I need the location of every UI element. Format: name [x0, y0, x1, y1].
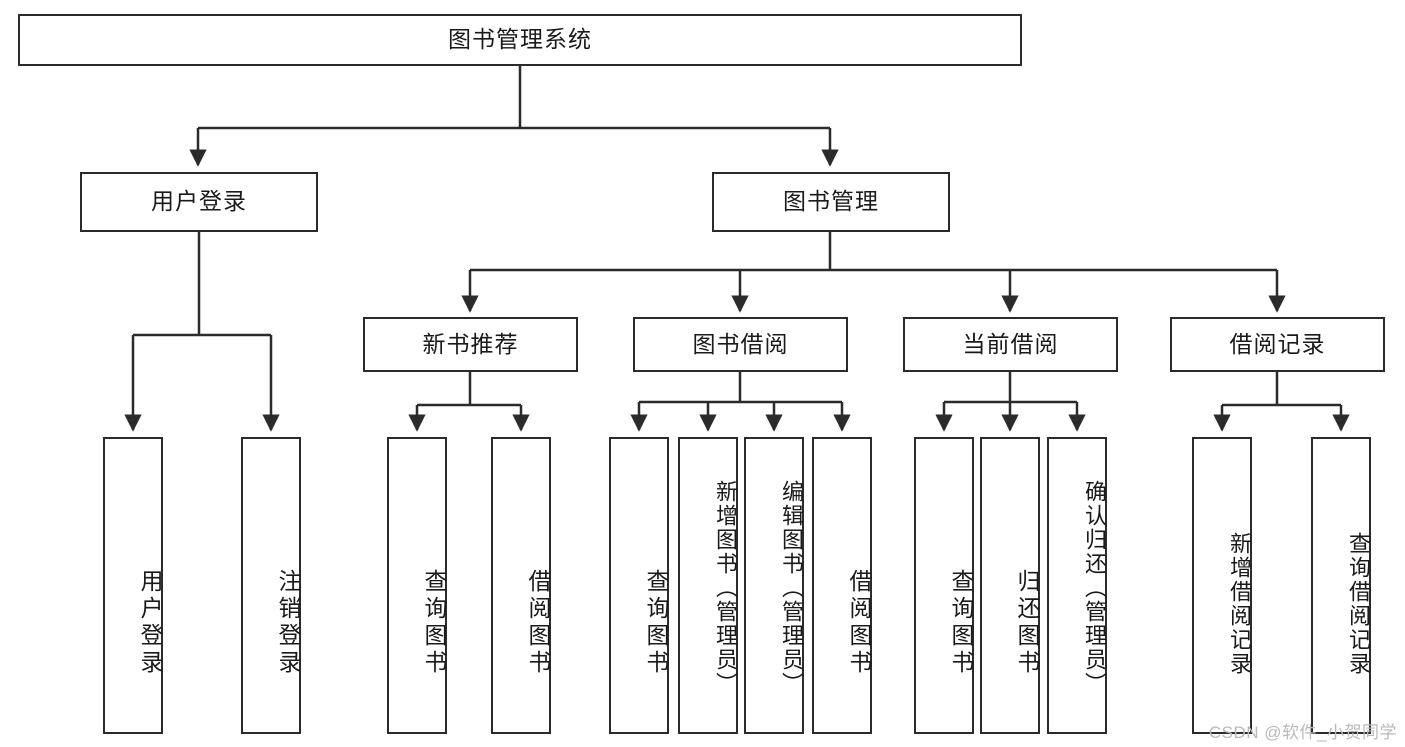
leaf-edit-book[interactable]: 编辑图书（管理员） — [744, 437, 804, 734]
node-label: 借阅图书 — [525, 568, 551, 677]
node-label: 查询图书 — [948, 568, 974, 677]
leaf-query-book-1[interactable]: 查询图书 — [387, 437, 447, 734]
leaf-query-record[interactable]: 查询借阅记录 — [1311, 437, 1371, 734]
leaf-query-book-2[interactable]: 查询图书 — [609, 437, 669, 734]
node-label: 借阅图书 — [846, 568, 872, 677]
node-current-borrow[interactable]: 当前借阅 — [903, 317, 1118, 372]
node-label: 用户登录 — [151, 188, 247, 215]
node-label: 用户登录 — [137, 568, 163, 677]
leaf-add-book[interactable]: 新增图书（管理员） — [678, 437, 738, 734]
node-user-login[interactable]: 用户登录 — [80, 172, 318, 232]
leaf-user-login[interactable]: 用户登录 — [103, 437, 163, 734]
node-borrow-record[interactable]: 借阅记录 — [1170, 317, 1385, 372]
node-label: 图书管理 — [783, 188, 879, 215]
node-label: 确认归还（管理员） — [1082, 479, 1107, 696]
leaf-return-book[interactable]: 归还图书 — [980, 437, 1040, 734]
node-book-management-system[interactable]: 图书管理系统 — [18, 14, 1022, 66]
node-book-borrow[interactable]: 图书借阅 — [633, 317, 848, 372]
leaf-confirm-return[interactable]: 确认归还（管理员） — [1047, 437, 1107, 734]
leaf-add-record[interactable]: 新增借阅记录 — [1192, 437, 1252, 734]
node-label: 借阅记录 — [1229, 330, 1326, 357]
leaf-query-book-3[interactable]: 查询图书 — [914, 437, 974, 734]
node-book-management[interactable]: 图书管理 — [712, 172, 950, 232]
node-label: 图书管理系统 — [448, 26, 592, 53]
node-label: 当前借阅 — [962, 330, 1059, 357]
leaf-logout-login[interactable]: 注销登录 — [241, 437, 301, 734]
node-label: 注销登录 — [275, 568, 301, 677]
node-label: 查询图书 — [421, 568, 447, 677]
node-label: 查询借阅记录 — [1346, 531, 1371, 676]
node-label: 新书推荐 — [422, 330, 519, 357]
node-label: 图书借阅 — [692, 330, 789, 357]
csdn-watermark: CSDN @软件_小贺同学 — [1208, 723, 1397, 742]
node-new-book-recommend[interactable]: 新书推荐 — [363, 317, 578, 372]
node-label: 查询图书 — [643, 568, 669, 677]
leaf-borrow-book-2[interactable]: 借阅图书 — [812, 437, 872, 734]
leaf-borrow-book-1[interactable]: 借阅图书 — [491, 437, 551, 734]
node-label: 编辑图书（管理员） — [779, 479, 804, 696]
node-label: 新增图书（管理员） — [713, 479, 738, 696]
node-label: 归还图书 — [1014, 568, 1040, 677]
node-label: 新增借阅记录 — [1227, 531, 1252, 676]
